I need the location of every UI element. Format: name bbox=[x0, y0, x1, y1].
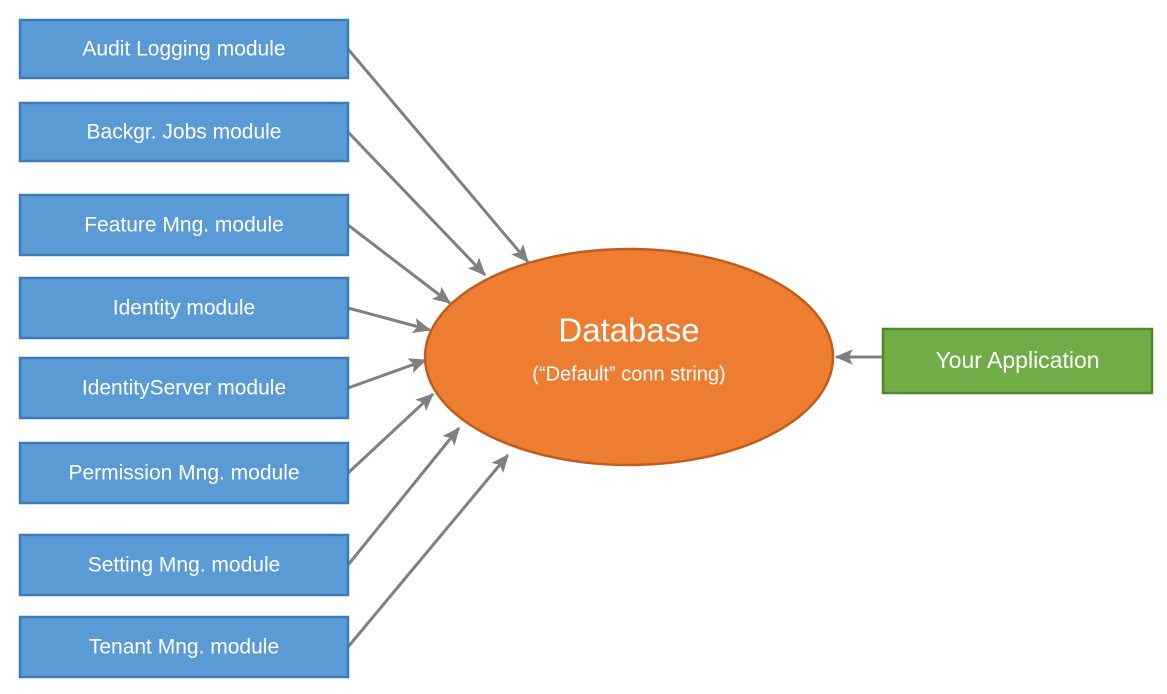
module-box-shape[interactable] bbox=[18, 533, 350, 597]
module-box-shape[interactable] bbox=[18, 276, 350, 340]
module-box-shape[interactable] bbox=[18, 193, 350, 257]
module-box-label: IdentityServer module bbox=[82, 377, 286, 400]
module-box-shape[interactable] bbox=[18, 101, 350, 163]
module-box-shape[interactable] bbox=[18, 615, 350, 679]
module-box-label: Audit Logging module bbox=[82, 38, 285, 61]
connector-arrow bbox=[346, 48, 530, 263]
database-node[interactable]: Database (“Default” conn string) bbox=[423, 247, 835, 467]
connector-arrow bbox=[346, 392, 435, 475]
database-title: Database bbox=[558, 312, 699, 349]
connector-arrow bbox=[347, 358, 428, 390]
module-box-feature-management[interactable]: Feature Mng. module bbox=[18, 193, 350, 257]
application-box-shape[interactable] bbox=[881, 327, 1154, 395]
application-box-label: Your Application bbox=[935, 347, 1099, 373]
connector-arrow bbox=[347, 223, 451, 305]
module-box-permission-management[interactable]: Permission Mng. module bbox=[18, 441, 350, 505]
module-box-label: Tenant Mng. module bbox=[89, 636, 279, 659]
connector-arrow bbox=[346, 427, 461, 566]
module-box-background-jobs[interactable]: Backgr. Jobs module bbox=[18, 101, 350, 163]
module-box-tenant-management[interactable]: Tenant Mng. module bbox=[18, 615, 350, 679]
module-box-shape[interactable] bbox=[18, 18, 350, 80]
connector-arrow bbox=[346, 454, 510, 648]
module-box-setting-management[interactable]: Setting Mng. module bbox=[18, 533, 350, 597]
module-box-label: Backgr. Jobs module bbox=[87, 121, 282, 144]
connector-arrow bbox=[347, 306, 432, 334]
connector-arrow bbox=[346, 130, 487, 277]
connector-group bbox=[346, 48, 883, 648]
module-box-label: Setting Mng. module bbox=[88, 554, 281, 577]
module-box-shape[interactable] bbox=[18, 441, 350, 505]
application-node-group: Your Application bbox=[881, 327, 1154, 395]
module-box-shape[interactable] bbox=[18, 356, 350, 420]
database-subtitle: (“Default” conn string) bbox=[532, 363, 725, 385]
module-box-label: Identity module bbox=[113, 297, 255, 320]
database-node-group: Database (“Default” conn string) bbox=[423, 247, 835, 467]
database-ellipse-shape[interactable] bbox=[423, 247, 835, 467]
application-box[interactable]: Your Application bbox=[881, 327, 1154, 395]
module-box-identity[interactable]: Identity module bbox=[18, 276, 350, 340]
module-box-label: Permission Mng. module bbox=[68, 462, 299, 485]
module-box-audit-logging[interactable]: Audit Logging module bbox=[18, 18, 350, 80]
module-box-label: Feature Mng. module bbox=[84, 214, 284, 237]
module-box-identityserver[interactable]: IdentityServer module bbox=[18, 356, 350, 420]
